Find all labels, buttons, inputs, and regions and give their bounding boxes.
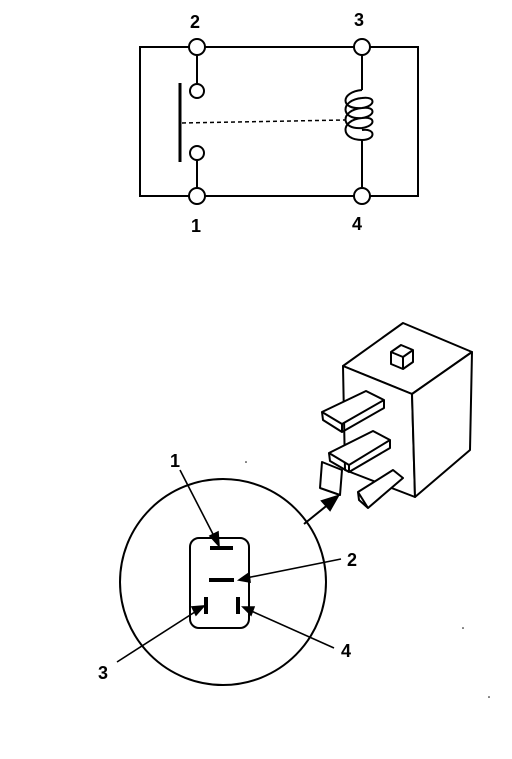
relay-schematic xyxy=(139,38,419,205)
leader-3 xyxy=(116,609,199,663)
relay-body xyxy=(319,322,473,509)
leader-4-head xyxy=(241,606,256,617)
pin-label-4: 4 xyxy=(341,641,351,661)
leader-4 xyxy=(248,609,335,649)
connector-face-view xyxy=(119,478,327,686)
connector-view-circle xyxy=(119,478,327,686)
switch-contact-lower xyxy=(189,145,205,161)
pin-leaders xyxy=(116,469,342,663)
terminal-2 xyxy=(188,38,206,56)
schematic-outer-wire-right xyxy=(362,46,419,197)
terminal-label-3: 3 xyxy=(354,10,364,30)
terminal-label-1: 1 xyxy=(191,216,201,236)
relay-spade-lower-right-edge xyxy=(357,491,369,509)
connector-housing xyxy=(189,537,250,629)
armature-coil-link xyxy=(181,119,346,124)
pin-label-1: 1 xyxy=(170,451,180,471)
terminal-3 xyxy=(353,38,371,56)
schematic-outer-wire xyxy=(139,46,197,197)
view-arrow-head xyxy=(320,494,341,512)
relay-spade-lower-left xyxy=(319,461,343,496)
schematic-labels: 2 3 1 4 xyxy=(190,10,364,236)
pin-label-3: 3 xyxy=(98,663,108,683)
leader-1 xyxy=(179,469,217,541)
terminal-1 xyxy=(188,187,206,205)
leader-2-head xyxy=(236,571,251,583)
coil-winding xyxy=(344,89,374,142)
leader-3-head xyxy=(190,605,206,617)
view-arrow xyxy=(303,494,341,525)
connector-labels: 1 2 3 4 xyxy=(98,451,357,683)
relay-spade-upper-edge xyxy=(321,400,385,433)
scan-specks xyxy=(245,461,490,698)
terminal-label-2: 2 xyxy=(190,12,200,32)
leader-2 xyxy=(245,558,342,579)
leader-1-head xyxy=(208,530,220,549)
relay-top-nub-edge xyxy=(390,349,414,369)
terminal-label-4: 4 xyxy=(352,214,362,234)
pin-label-2: 2 xyxy=(347,550,357,570)
terminal-4 xyxy=(353,187,371,205)
relay-spade-middle-edge xyxy=(328,440,391,473)
relay-spade-lower-right xyxy=(357,469,404,509)
relay-side-face xyxy=(411,351,473,498)
switch-contact-upper xyxy=(189,83,205,99)
